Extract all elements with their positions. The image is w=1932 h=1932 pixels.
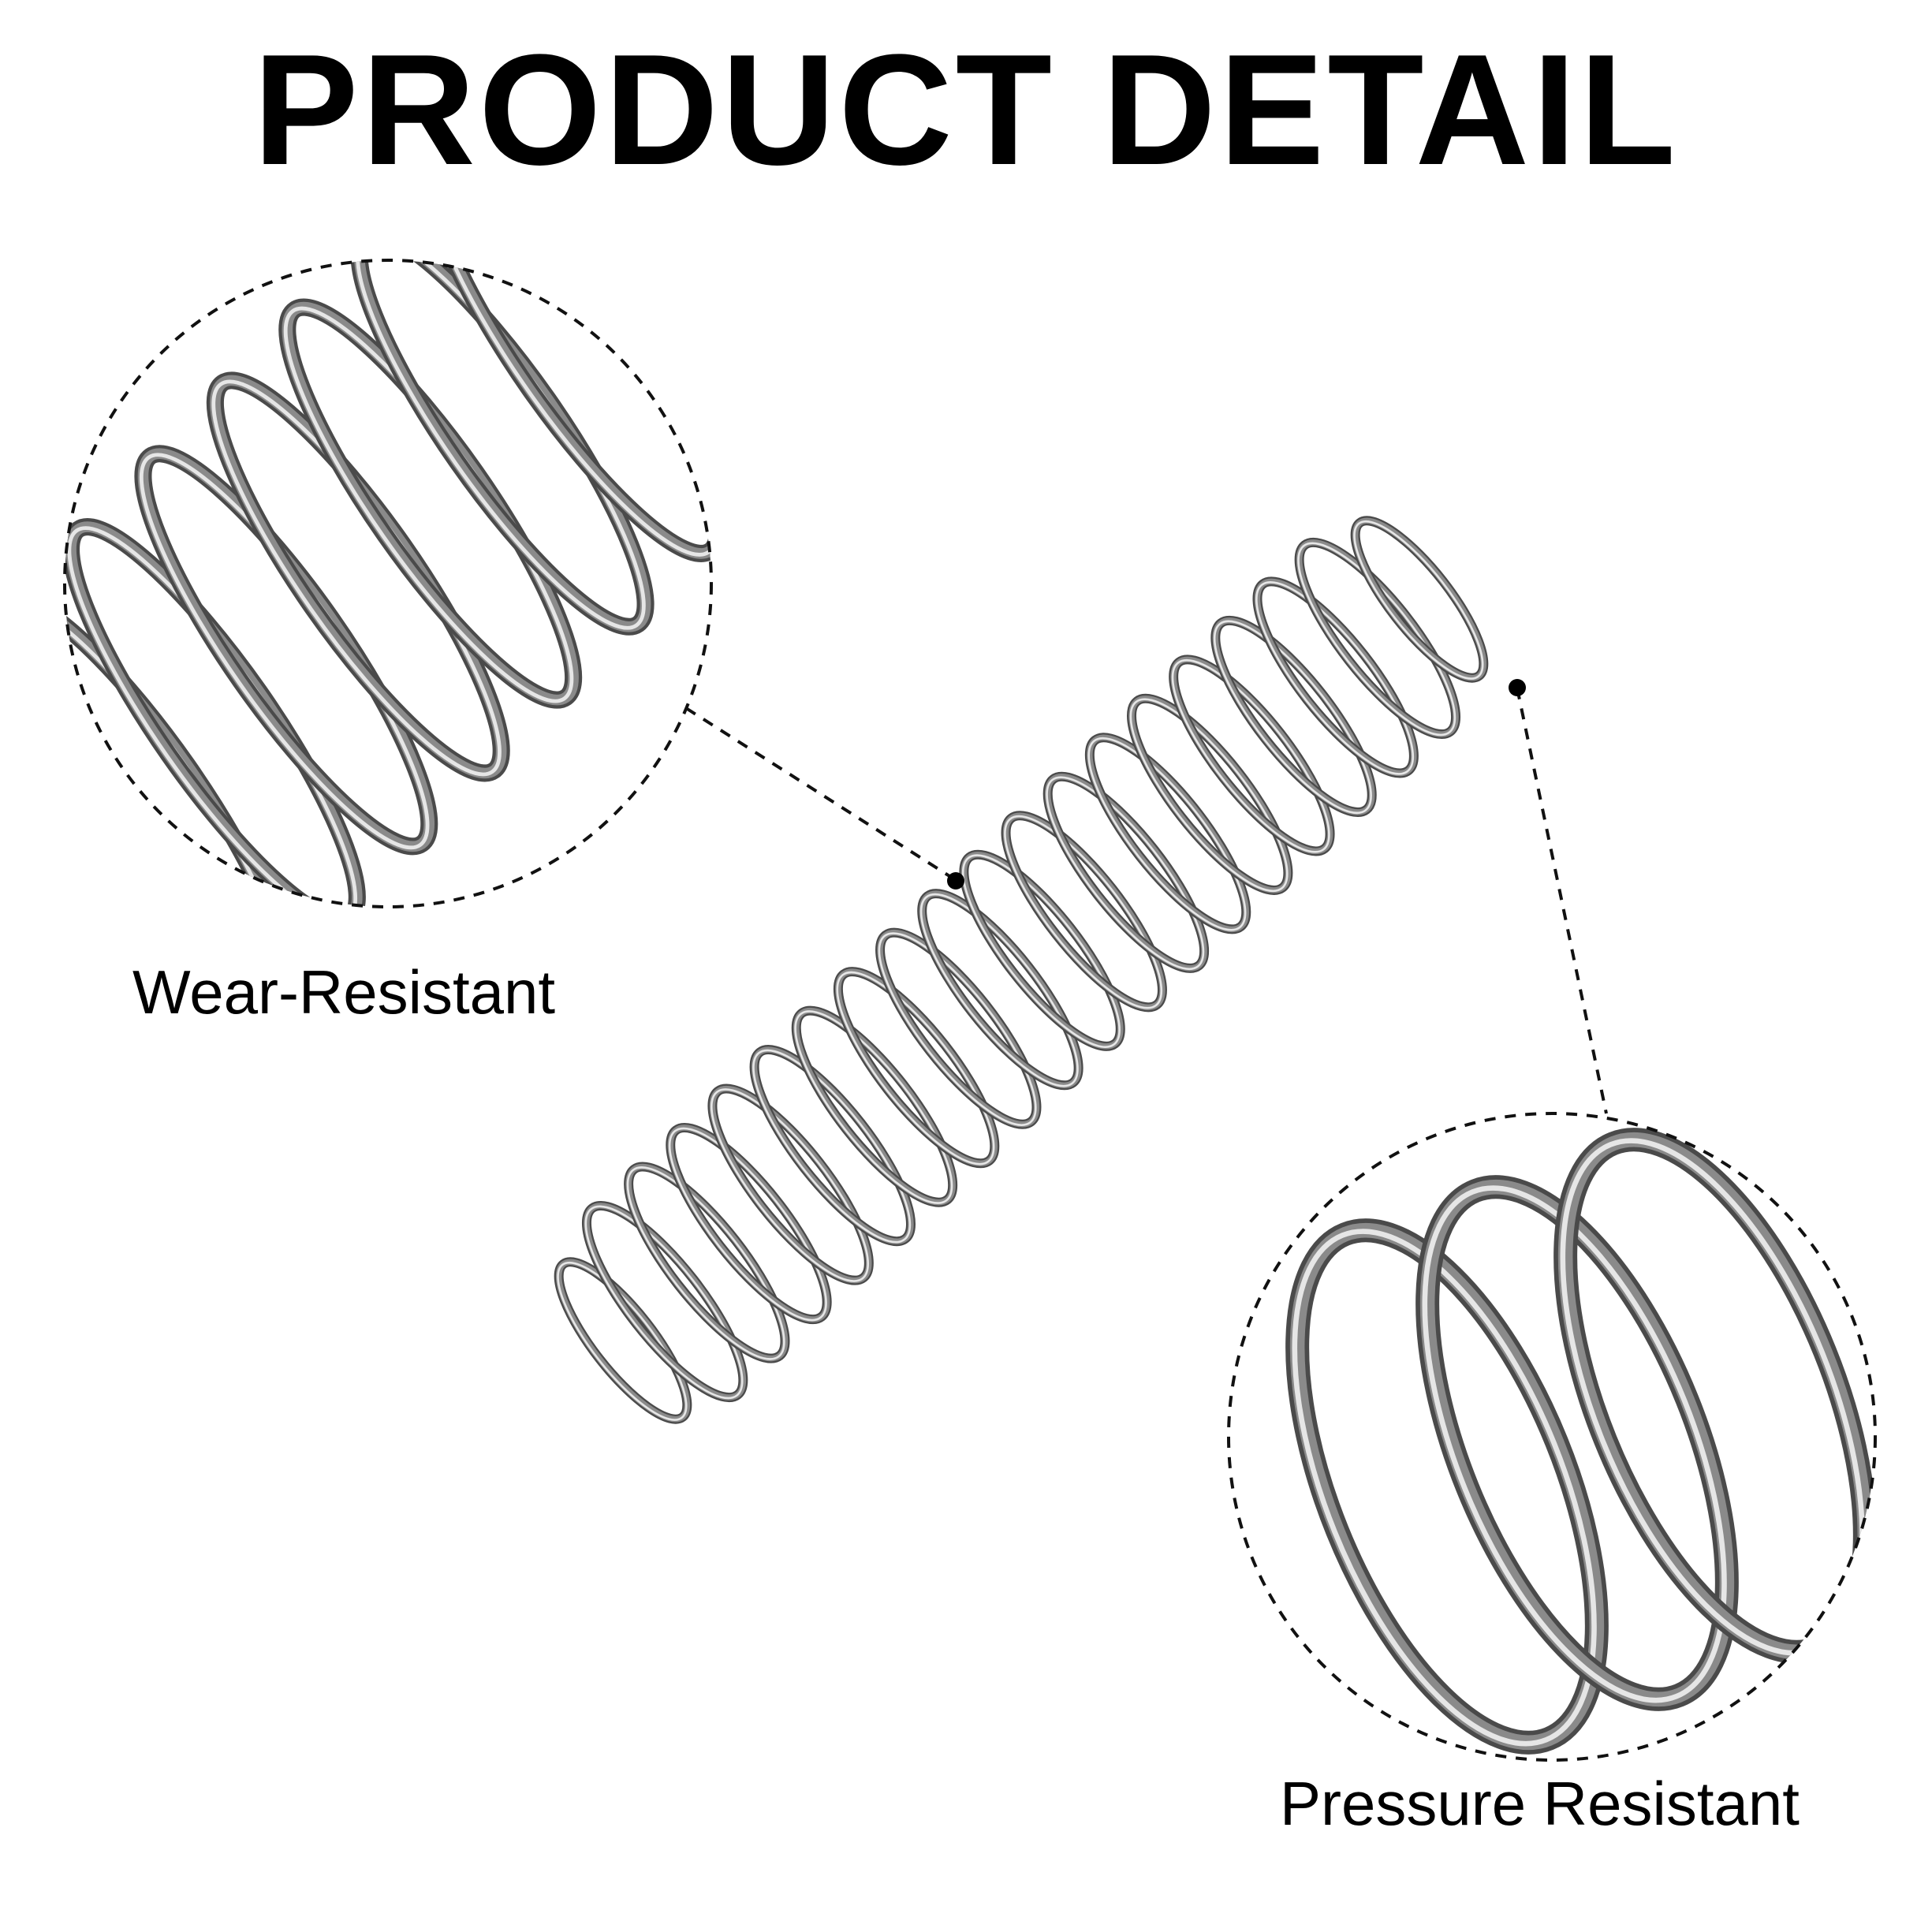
main-spring-coil [1252, 576, 1419, 778]
main-spring-coil [875, 927, 1042, 1129]
closeup-end-coil [1285, 1218, 1609, 1755]
main-spring-coil [1084, 733, 1251, 934]
closeup-coil [423, 260, 711, 562]
left-callout-line [684, 707, 957, 882]
main-spring-coil [833, 967, 1000, 1169]
closeup-coil [134, 445, 438, 856]
closeup-coil [350, 260, 655, 636]
main-spring-coil [666, 1123, 832, 1325]
main-spring-coil [1294, 537, 1461, 740]
right-callout-dot [1509, 679, 1526, 696]
right-callout-line [1516, 688, 1608, 1114]
main-spring-coil [917, 889, 1083, 1091]
main-spring-coil [1169, 655, 1335, 856]
main-spring-coil [1001, 811, 1167, 1013]
right-callout-circle [1227, 1112, 1877, 1762]
closeup-coil [494, 260, 711, 490]
spring-end-closeup-icon [1285, 1128, 1875, 1755]
main-spring-coil [791, 1005, 958, 1207]
left-callout-dot [947, 872, 964, 890]
left-callout-circle [63, 259, 713, 908]
main-spring-coil [1350, 516, 1489, 683]
closeup-coil [65, 591, 294, 907]
closeup-end-coil [1553, 1128, 1875, 1664]
closeup-coil [65, 518, 366, 907]
page-title: PRODUCT DETAIL [253, 22, 1679, 198]
main-spring-coil [554, 1257, 692, 1424]
closeup-coil [206, 371, 510, 782]
main-spring-coil [707, 1083, 874, 1285]
main-spring-coil [959, 849, 1125, 1051]
main-spring-coil [581, 1200, 748, 1403]
closeup-coil [278, 298, 583, 709]
main-spring-coil [749, 1045, 916, 1247]
coil-closeup-icon [65, 260, 711, 907]
main-spring-coil [624, 1162, 790, 1363]
main-spring-coil [1127, 693, 1293, 895]
closeup-end-coil [1415, 1175, 1739, 1711]
main-spring-icon [554, 516, 1489, 1424]
feature-label-pressure-resistant: Pressure Resistant [1280, 1769, 1800, 1838]
main-spring-coil [1042, 771, 1210, 973]
feature-label-wear-resistant: Wear-Resistant [132, 957, 556, 1027]
main-spring-coil [1210, 615, 1377, 817]
